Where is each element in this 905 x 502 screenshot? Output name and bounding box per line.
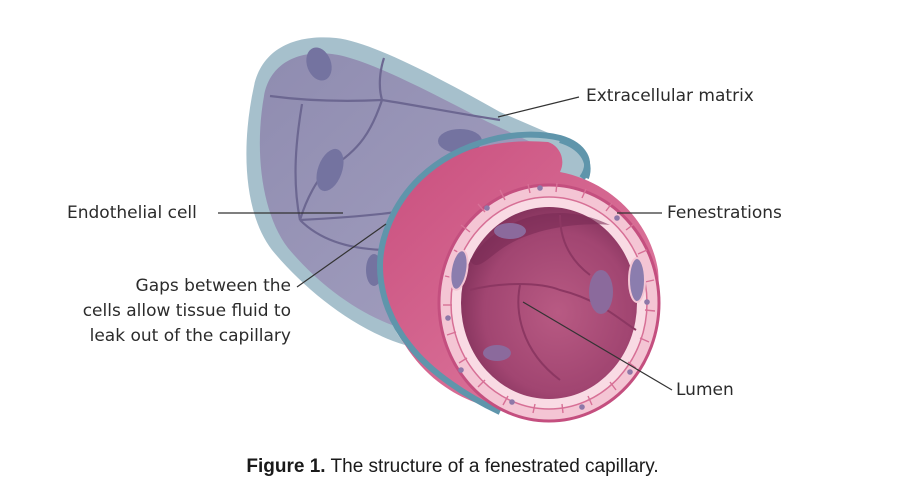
nucleus [589,270,613,314]
figure-caption-text: The structure of a fenestrated capillary… [330,456,659,477]
label-gaps-line: Gaps between the [135,276,291,296]
nucleus [306,47,332,81]
label-lumen: Lumen [676,380,734,400]
nucleus [449,249,469,291]
figure-number: Figure 1. [246,456,326,477]
matrix-ring [559,137,591,179]
leader-lumen [522,301,673,391]
fenestrations [445,185,650,410]
matrix-ring [376,175,502,415]
ring-cell-segments [443,182,656,414]
lumen-cell-borders [469,214,637,381]
figure-caption: Figure 1. The structure of a fenestrated… [0,456,905,478]
label-endothelial-cell: Endothelial cell [67,203,197,223]
nucleus [316,148,344,192]
nucleus [494,223,526,239]
leader-lines [218,96,673,391]
lumen-nuclei [483,223,613,361]
lumen-shading [470,212,610,266]
label-fenestrations: Fenestrations [667,203,782,223]
endothelial-nuclei [306,47,482,286]
leader-gaps [296,223,387,288]
label-gaps-line: leak out of the capillary [89,326,291,346]
nucleus [628,257,646,303]
label-extracellular-matrix: Extracellular matrix [586,86,754,106]
label-gaps-line: cells allow tissue fluid to [82,301,291,321]
label-gaps-between-cells: Gaps between the cells allow tissue flui… [83,274,291,349]
leader-extracellular-matrix [497,96,580,118]
nucleus [483,345,511,361]
ring-nuclei [449,249,646,303]
